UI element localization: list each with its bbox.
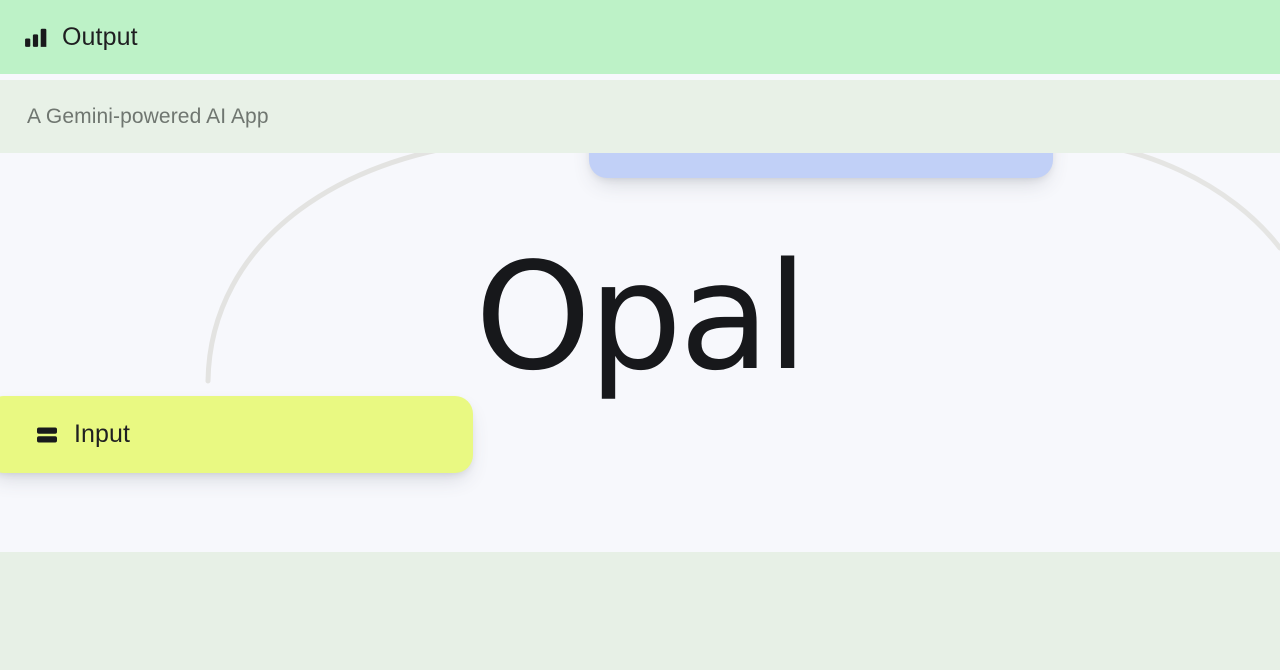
node-input[interactable]: Input — [0, 396, 473, 473]
bottom-band — [0, 552, 1280, 670]
node-output-body-text: A Gemini-powered AI App — [27, 104, 269, 128]
node-input-label: Input — [74, 420, 131, 448]
node-output-label: Output — [62, 22, 138, 51]
bar-chart-icon — [22, 24, 48, 50]
node-input-header: Input — [0, 396, 473, 473]
node-output-body: A Gemini-powered AI App — [0, 80, 1280, 153]
rows-icon — [34, 422, 60, 448]
opal-wordmark: Opal — [474, 231, 808, 403]
node-output-header: Output — [0, 0, 1280, 74]
